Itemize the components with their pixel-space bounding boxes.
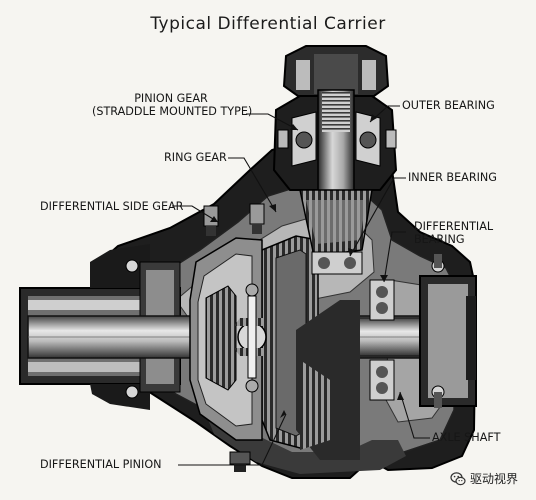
- label-differential-pinion: DIFFERENTIAL PINION: [40, 458, 162, 471]
- label-inner-bearing: INNER BEARING: [408, 171, 497, 184]
- label-ring-gear: RING GEAR: [164, 151, 227, 164]
- label-differential-bearing: DIFFERENTIAL BEARING: [414, 220, 493, 246]
- leader-lines: [172, 105, 430, 466]
- ring-gear-part: [261, 235, 360, 460]
- wechat-icon: [450, 471, 466, 485]
- leader-arrowheads: [210, 114, 404, 418]
- label-differential-side-gear: DIFFERENTIAL SIDE GEAR: [40, 200, 184, 213]
- differential-case: [189, 203, 270, 441]
- label-differential-bearing-line2: BEARING: [414, 233, 465, 246]
- watermark: 驱动视界: [450, 470, 518, 487]
- pinion-assembly: [272, 45, 398, 275]
- diagram-title: Typical Differential Carrier: [150, 14, 386, 34]
- label-outer-bearing: OUTER BEARING: [402, 99, 495, 112]
- label-axle-shaft: AXLE SHAFT: [432, 431, 501, 444]
- differential-bearing-part: [369, 279, 395, 401]
- drain-plug: [229, 451, 251, 472]
- label-pinion-gear-line1: PINION GEAR: [134, 92, 208, 105]
- label-pinion-gear-line2: (STRADDLE MOUNTED TYPE): [92, 105, 253, 118]
- label-differential-bearing-line1: DIFFERENTIAL: [414, 220, 494, 233]
- right-axle-flange: [419, 254, 477, 408]
- label-pinion-gear: PINION GEAR (STRADDLE MOUNTED TYPE): [92, 92, 253, 118]
- watermark-text: 驱动视界: [469, 472, 518, 486]
